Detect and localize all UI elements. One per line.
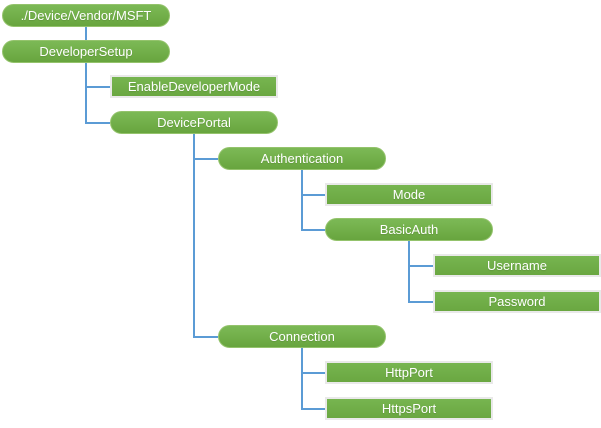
connector-line-horizontal <box>85 85 110 88</box>
tree-node-https-port: HttpsPort <box>325 397 493 420</box>
tree-node-developer-setup: DeveloperSetup <box>2 40 170 63</box>
connector-line-horizontal <box>408 300 433 303</box>
connector-line-horizontal <box>408 264 433 267</box>
connector-line-vertical <box>85 63 87 123</box>
connector-line-horizontal <box>85 121 110 124</box>
connector-line-vertical <box>301 348 303 409</box>
tree-node-connection: Connection <box>218 325 386 348</box>
tree-node-root: ./Device/Vendor/MSFT <box>2 4 170 27</box>
tree-node-mode: Mode <box>325 183 493 206</box>
connector-line-horizontal <box>193 335 218 338</box>
tree-node-password: Password <box>433 290 601 313</box>
connector-line-horizontal <box>193 157 218 160</box>
tree-node-device-portal: DevicePortal <box>110 111 278 134</box>
connector-line-horizontal <box>301 407 325 410</box>
connector-line-vertical <box>85 27 87 40</box>
connector-line-horizontal <box>301 228 325 231</box>
connector-line-horizontal <box>301 371 325 374</box>
tree-node-enable-developer-mode: EnableDeveloperMode <box>110 75 278 98</box>
connector-line-vertical <box>301 170 303 230</box>
tree-node-basic-auth: BasicAuth <box>325 218 493 241</box>
connector-line-vertical <box>193 134 195 337</box>
connector-line-horizontal <box>301 193 325 196</box>
tree-node-authentication: Authentication <box>218 147 386 170</box>
tree-node-http-port: HttpPort <box>325 361 493 384</box>
tree-node-username: Username <box>433 254 601 277</box>
connector-line-vertical <box>408 241 410 302</box>
